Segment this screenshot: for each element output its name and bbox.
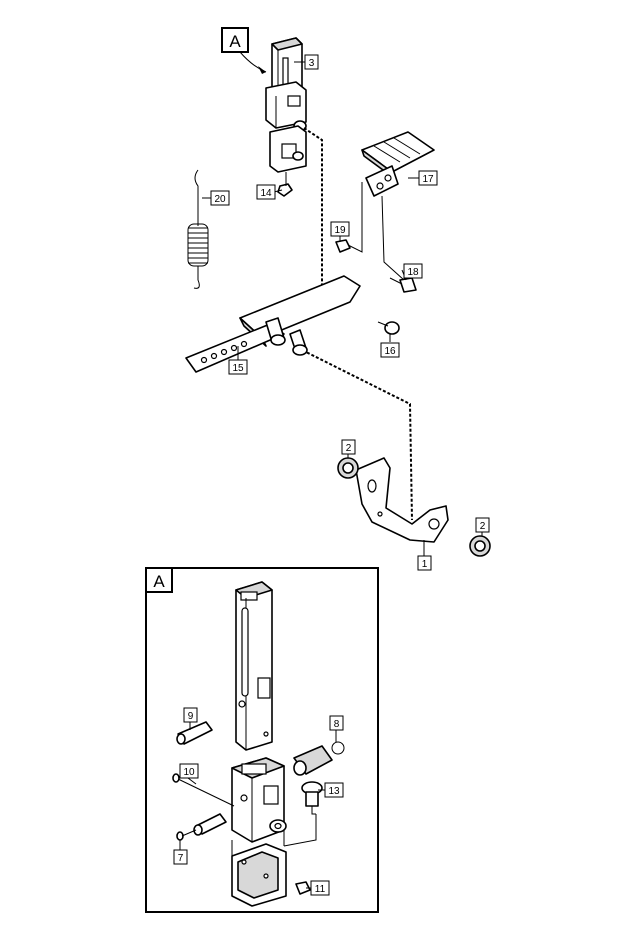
svg-text:8: 8 xyxy=(334,719,340,730)
callout-2-right: 2 xyxy=(475,517,490,533)
lower-bracket xyxy=(337,457,491,557)
callout-11: 11 xyxy=(310,880,330,896)
callout-7: 7 xyxy=(173,849,188,865)
inset-pin xyxy=(176,721,213,745)
svg-text:3: 3 xyxy=(309,58,315,69)
inset-block xyxy=(231,757,287,843)
svg-text:16: 16 xyxy=(384,346,396,357)
svg-text:20: 20 xyxy=(214,194,226,205)
detail-a-inset xyxy=(145,567,379,913)
svg-text:11: 11 xyxy=(315,884,326,895)
callout-1: 1 xyxy=(417,555,432,571)
svg-text:1: 1 xyxy=(422,559,428,570)
callout-9: 9 xyxy=(183,707,198,723)
callout-18: 18 xyxy=(403,263,423,279)
upper-tube xyxy=(265,37,307,197)
callout-19: 19 xyxy=(330,221,350,237)
svg-text:18: 18 xyxy=(407,267,419,278)
pedal-pad xyxy=(361,131,435,197)
inset-tube xyxy=(235,581,273,751)
callout-3: 3 xyxy=(304,54,319,70)
detail-a-marker: A xyxy=(221,27,267,74)
svg-text:14: 14 xyxy=(260,188,272,199)
callout-8: 8 xyxy=(329,715,344,731)
inset-rod xyxy=(172,773,235,841)
callout-13: 13 xyxy=(324,782,344,798)
svg-text:15: 15 xyxy=(232,363,244,374)
callout-16: 16 xyxy=(380,342,400,358)
svg-text:2: 2 xyxy=(346,443,352,454)
callout-2-left: 2 xyxy=(341,439,356,455)
svg-text:7: 7 xyxy=(178,853,184,864)
callout-15: 15 xyxy=(228,359,248,375)
callout-10: 10 xyxy=(179,763,199,779)
svg-text:10: 10 xyxy=(183,767,195,778)
callout-17: 17 xyxy=(418,170,438,186)
inset-a-label: A xyxy=(153,572,165,591)
svg-text:19: 19 xyxy=(334,225,346,236)
detail-a-label: A xyxy=(229,32,241,51)
svg-text:2: 2 xyxy=(480,521,486,532)
svg-text:17: 17 xyxy=(422,174,434,185)
callout-14: 14 xyxy=(256,184,276,200)
callout-20: 20 xyxy=(210,190,230,206)
inset-bolt xyxy=(301,781,323,815)
spring xyxy=(187,169,209,289)
svg-text:13: 13 xyxy=(328,786,340,797)
svg-text:9: 9 xyxy=(188,711,194,722)
inset-u-bracket xyxy=(231,814,317,907)
pedal-arm xyxy=(185,239,417,373)
inset-knob xyxy=(293,741,345,776)
